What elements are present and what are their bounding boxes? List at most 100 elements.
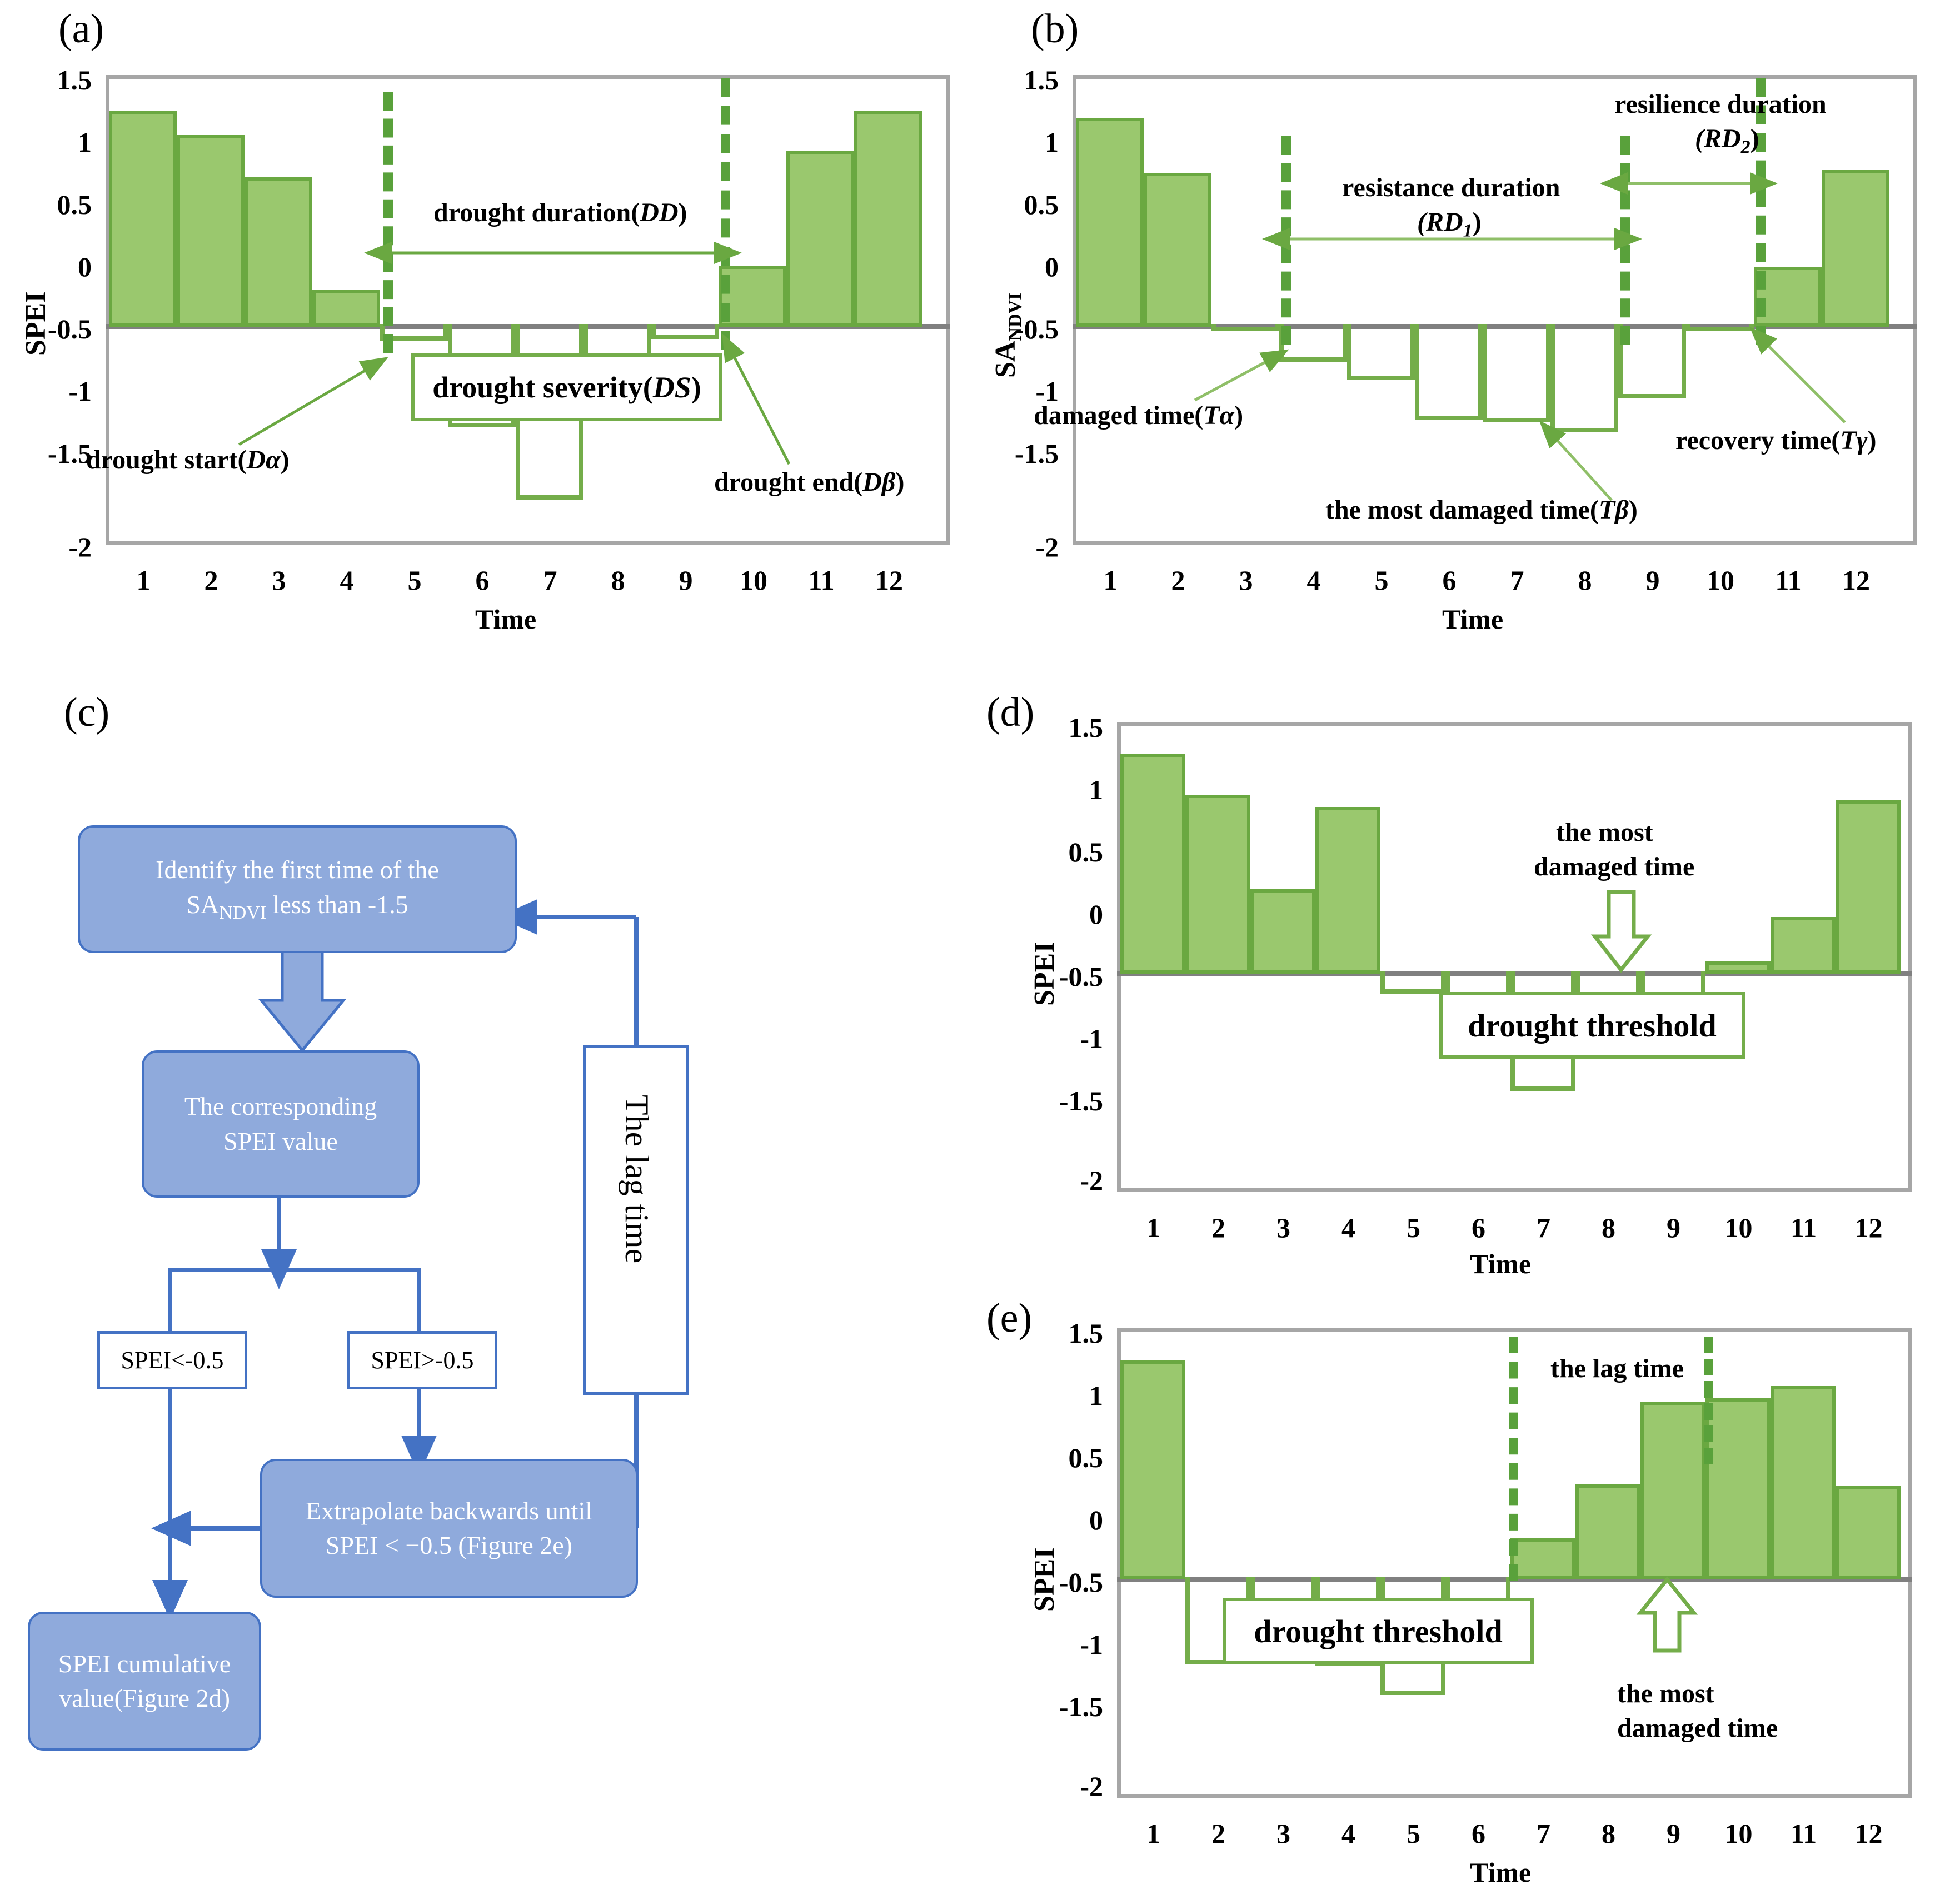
identify-sa: SA xyxy=(186,890,220,919)
panel-e-ytick: 0 xyxy=(1089,1504,1103,1536)
panel-a-ytick-2: 0.5 xyxy=(57,189,92,220)
panel-b-xtick: 5 xyxy=(1374,565,1389,596)
panel-b-xtick: 12 xyxy=(1842,565,1870,596)
panel-a-drought-end-label: drought end(Dβ) xyxy=(714,467,904,497)
bar xyxy=(1250,889,1315,974)
panel-a-drought-severity-box: drought severity(DS) xyxy=(411,353,722,421)
panel-e-lag-end-line xyxy=(1704,1337,1713,1464)
panel-e-xtick: 8 xyxy=(1602,1818,1615,1849)
most-damaged-symbol: Tβ xyxy=(1598,495,1629,525)
panel-b-resilience-duration-label: resilience duration xyxy=(1614,89,1827,119)
panel-a-xtick: 4 xyxy=(340,565,354,596)
panel-a-threshold-line xyxy=(106,324,950,329)
flowchart-node-extrapolate[interactable]: Extrapolate backwards until SPEI < −0.5 … xyxy=(260,1459,638,1598)
panel-b-label: (b) xyxy=(1031,6,1079,52)
damaged-paren: ) xyxy=(1234,401,1244,430)
panel-a-xtick: 11 xyxy=(808,565,835,596)
panel-b: (b) 1.5 1 0.5 0 -0.5 -1 -1.5 -2 SANDVI r… xyxy=(978,0,1945,639)
panel-b-resilience-symbol: (RD2) xyxy=(1695,123,1759,158)
panel-d-ytick: 1 xyxy=(1089,774,1103,805)
bar xyxy=(245,177,312,327)
bar xyxy=(786,151,854,327)
panel-d-xtick: 1 xyxy=(1146,1212,1160,1243)
panel-d-xtick: 7 xyxy=(1537,1212,1550,1243)
panel-a-xtick: 3 xyxy=(272,565,286,596)
recovery-symbol: Tγ xyxy=(1840,426,1868,455)
start-paren: ) xyxy=(280,445,290,475)
panel-b-xtick: 1 xyxy=(1103,565,1118,596)
drought-start-line xyxy=(383,92,393,353)
panel-a-xtick: 10 xyxy=(740,565,767,596)
panel-e-ytick: -2 xyxy=(1080,1771,1103,1802)
resilience-sym: (RD xyxy=(1695,124,1741,153)
resilience-sub: 2 xyxy=(1740,137,1750,158)
panel-d: (d) 1.5 1 0.5 0 -0.5 -1 -1.5 -2 SPEI dro… xyxy=(978,689,1945,1279)
flowchart-node-spei-value[interactable]: The corresponding SPEI value xyxy=(142,1050,420,1198)
panel-d-ytick: 0.5 xyxy=(1068,836,1104,868)
panel-c-label: (c) xyxy=(64,690,110,735)
identify-rest: less than -1.5 xyxy=(266,890,408,919)
panel-b-annotation-arrows xyxy=(1194,172,1846,501)
panel-e-lag-start-line xyxy=(1509,1337,1518,1581)
panel-d-xtick: 3 xyxy=(1276,1212,1290,1243)
panel-a-xtick: 9 xyxy=(679,565,693,596)
panel-e-ytick: 0.5 xyxy=(1068,1442,1104,1473)
flowchart-node-identify[interactable]: Identify the first time of the SANDVI le… xyxy=(78,825,517,953)
cumulative-line1: SPEI cumulative xyxy=(58,1649,231,1678)
panel-a-ytick-3: 0 xyxy=(78,251,92,282)
bar xyxy=(1380,971,1445,994)
panel-e-xtick: 1 xyxy=(1146,1818,1160,1849)
drought-duration-arrow xyxy=(238,242,791,465)
resilience-text: resilience duration xyxy=(1614,89,1827,119)
panel-d-label: (d) xyxy=(986,690,1035,735)
panel-e-ytick: -1.5 xyxy=(1059,1691,1103,1722)
flowchart-node-cumulative[interactable]: SPEI cumulative value(Figure 2d) xyxy=(28,1612,261,1751)
flowchart-lag-time-box[interactable] xyxy=(584,1045,689,1395)
panel-c: (c) Identify the first time of the SANDV… xyxy=(0,684,945,1904)
bar xyxy=(1771,917,1836,974)
panel-e-xtick: 3 xyxy=(1276,1818,1290,1849)
panel-b-xtick: 9 xyxy=(1645,565,1660,596)
bar xyxy=(1120,754,1185,974)
cumulative-line2: value(Figure 2d) xyxy=(59,1684,230,1712)
spei-value-line1: The corresponding xyxy=(184,1092,377,1121)
bar xyxy=(1575,1484,1640,1579)
panel-e-most-damaged-label-line2: damaged time xyxy=(1617,1713,1778,1743)
damaged-symbol: Tα xyxy=(1203,401,1235,430)
panel-b-xtick: 3 xyxy=(1239,565,1253,596)
panel-b-ytick: -2 xyxy=(1035,531,1059,562)
panel-b-recovery-time-label: recovery time(Tγ) xyxy=(1675,425,1877,456)
bar xyxy=(651,324,719,339)
panel-a-label: (a) xyxy=(58,6,104,52)
panel-e-xtick: 5 xyxy=(1407,1818,1420,1849)
panel-d-ytick: 0 xyxy=(1089,899,1103,930)
start-symbol: Dα xyxy=(246,445,281,475)
panel-d-xtick: 9 xyxy=(1667,1212,1680,1243)
panel-a-ytick-6: -1.5 xyxy=(47,438,92,469)
panel-a-ytick-1: 1 xyxy=(78,127,92,158)
bar xyxy=(312,290,380,327)
bar xyxy=(1640,1402,1705,1579)
extrapolate-line1: Extrapolate backwards until xyxy=(305,1496,593,1525)
bar xyxy=(854,111,922,327)
bar xyxy=(1144,173,1211,327)
panel-d-ytick: 1.5 xyxy=(1068,712,1104,743)
recovery-text: recovery time( xyxy=(1675,426,1841,455)
flowchart-branch-spei-lt[interactable]: SPEI<-0.5 xyxy=(97,1331,247,1389)
panel-d-xtick: 11 xyxy=(1790,1212,1817,1243)
panel-e: (e) 1.5 1 0.5 0 -0.5 -1 -1.5 -2 SPEI the… xyxy=(978,1295,1945,1904)
panel-d-xtick: 4 xyxy=(1341,1212,1355,1243)
drought-end-line xyxy=(721,78,730,350)
duration-symbol: DD xyxy=(640,198,679,227)
panel-e-xtick: 11 xyxy=(1790,1818,1817,1849)
panel-b-xlabel: Time xyxy=(1442,604,1504,635)
severity-symbol: DS xyxy=(652,371,691,404)
panel-b-xtick: 11 xyxy=(1775,565,1802,596)
panel-b-resistance-symbol: (RD1) xyxy=(1417,207,1482,242)
panel-d-xtick: 10 xyxy=(1724,1212,1753,1243)
panel-d-xtick: 6 xyxy=(1472,1212,1485,1243)
panel-b-ytick: 1.5 xyxy=(1024,64,1059,96)
flowchart-branch-spei-gt[interactable]: SPEI>-0.5 xyxy=(347,1331,497,1389)
bar xyxy=(1120,1360,1185,1579)
panel-e-ytick: 1 xyxy=(1089,1380,1103,1411)
